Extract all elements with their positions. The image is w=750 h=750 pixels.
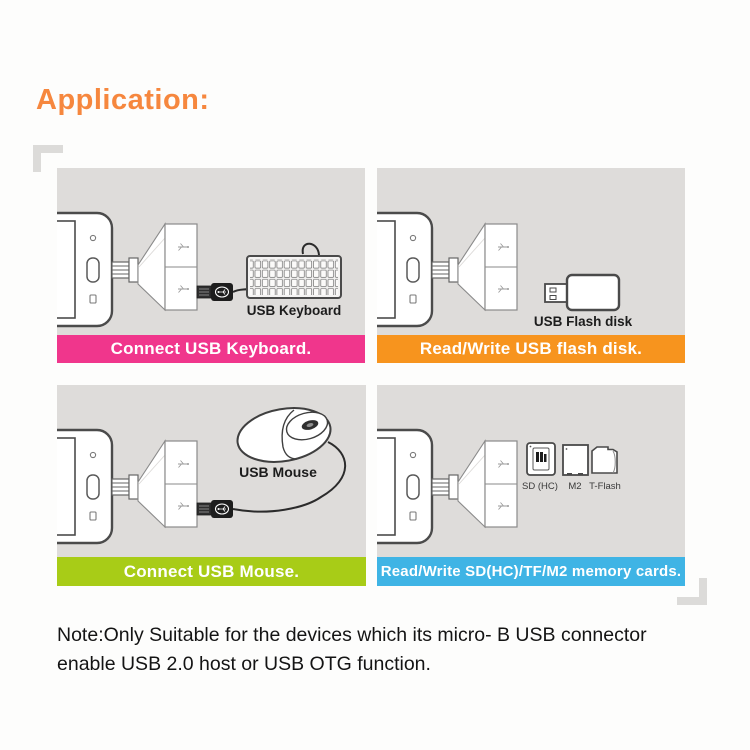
note-line-2: enable USB 2.0 host or USB OTG function. [57, 652, 431, 675]
usb-mouse-illustration: USB Mouse [57, 407, 347, 545]
phone-with-otg-adapter-drawing [377, 211, 519, 328]
panel-usb-flash-disk: USB Flash disk Read/Write USB flash disk… [377, 168, 685, 363]
usb-flash-disk-illustration: USB Flash disk [377, 211, 633, 329]
usb-mouse-label: USB Mouse [239, 464, 317, 480]
phone-with-otg-adapter-drawing [377, 428, 519, 545]
sd-card-drawing [526, 442, 556, 476]
usb-keyboard-label: USB Keyboard [247, 303, 342, 318]
panel-memory-cards: SD (HC) M2 T-Flash Read/Write SD(HC)/TF/… [377, 385, 685, 586]
banner-read-write-usb-flash-disk: Read/Write USB flash disk. [377, 335, 685, 363]
m2-card-label: M2 [568, 481, 581, 492]
usb-plug-drawing [196, 499, 234, 519]
banner-read-write-memory-cards: Read/Write SD(HC)/TF/M2 memory cards. [377, 557, 685, 586]
page-title: Application: [36, 84, 210, 116]
panel-usb-mouse: USB Mouse Connect USB Mouse. [57, 385, 366, 586]
keyboard-drawing [232, 242, 342, 299]
panel-usb-keyboard: USB Keyboard Connect USB Keyboard. [57, 168, 365, 363]
phone-with-otg-adapter-drawing [57, 428, 199, 545]
note-text: Note:Only Suitable for the devices which… [57, 621, 687, 678]
memory-cards-illustration: SD (HC) M2 T-Flash [377, 428, 621, 545]
phone-with-otg-adapter-drawing [57, 211, 199, 328]
note-line-1: Note:Only Suitable for the devices which… [57, 624, 647, 646]
usb-flash-disk-label: USB Flash disk [534, 314, 633, 329]
banner-connect-usb-keyboard: Connect USB Keyboard. [57, 335, 365, 363]
m2-card-drawing [562, 444, 589, 476]
sd-card-label: SD (HC) [522, 481, 558, 492]
tflash-card-drawing [591, 446, 618, 474]
corner-bracket-top-left [33, 145, 63, 172]
flash-disk-drawing [544, 273, 621, 312]
usb-keyboard-illustration: USB Keyboard [57, 211, 342, 328]
corner-bracket-bottom-right [677, 578, 707, 605]
tflash-card-label: T-Flash [589, 481, 621, 492]
banner-connect-usb-mouse: Connect USB Mouse. [57, 557, 366, 586]
mouse-drawing [232, 407, 347, 513]
usb-plug-drawing [196, 282, 234, 302]
